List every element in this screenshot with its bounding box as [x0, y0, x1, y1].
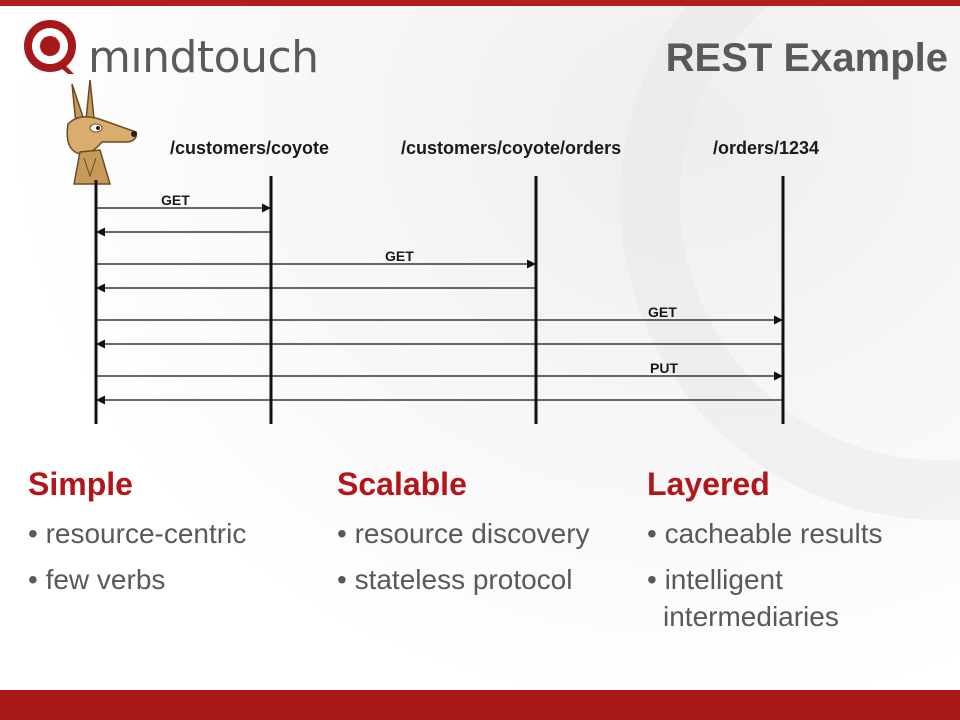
endpoint-customers-coyote: /customers/coyote [170, 138, 330, 158]
column-heading-scalable: Scalable [337, 466, 467, 502]
brand-logo: mındtouch [22, 14, 352, 84]
bullet-item: • cacheable results [647, 518, 883, 549]
message-label: GET [161, 192, 190, 208]
message-label: GET [648, 304, 677, 320]
endpoint-customer-orders: /customers/coyote/orders [401, 138, 622, 158]
bullet-item: • few verbs [28, 564, 166, 595]
message-label: PUT [650, 360, 678, 376]
brand-name: mındtouch [88, 32, 319, 83]
bullet-item: • resource discovery [337, 518, 590, 549]
column-heading-layered: Layered [647, 466, 770, 502]
endpoint-order: /orders/1234 [713, 138, 820, 158]
coyote-illustration [66, 79, 138, 185]
sequence-diagram: GET GET GET PUT [0, 170, 960, 430]
message-label: GET [385, 248, 414, 264]
column-heading-simple: Simple [28, 466, 133, 502]
bullet-item-continuation: intermediaries [663, 601, 839, 632]
bottom-accent-bar [0, 690, 960, 720]
bullet-item: • stateless protocol [337, 564, 573, 595]
mindtouch-logo-icon [24, 20, 76, 74]
slide-title: REST Example [665, 36, 948, 80]
top-accent-bar [0, 0, 960, 6]
bullet-item: • intelligent [647, 564, 783, 595]
bullet-item: • resource-centric [28, 518, 247, 549]
